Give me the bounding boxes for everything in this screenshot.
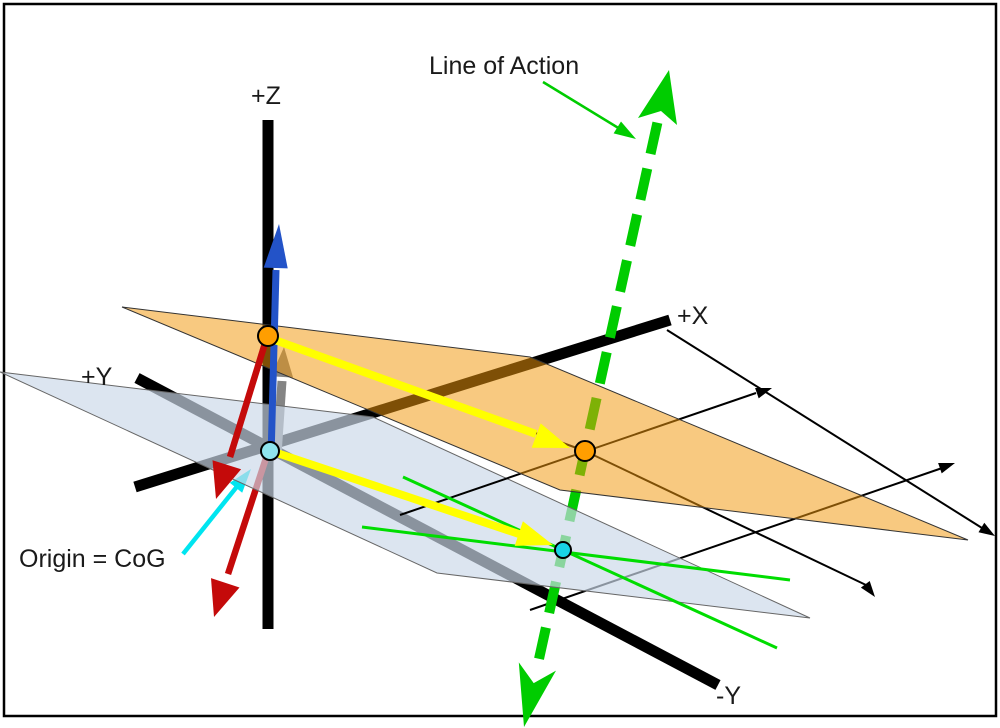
red-arrow-from-upper-point xyxy=(212,339,270,499)
upper-plane-z-axis-point xyxy=(257,325,279,347)
blue-arrow xyxy=(263,224,288,459)
arrowhead-b-icon xyxy=(755,388,772,399)
z-axis-label: +Z xyxy=(251,82,281,110)
green-projection-line-1 xyxy=(402,475,778,650)
line-of-action-pointer-shaft xyxy=(542,80,621,131)
red-arrow-upper-shaft xyxy=(226,339,270,458)
y-axis-negative-label: -Y xyxy=(716,682,741,710)
line-of-action-label: Line of Action xyxy=(429,52,579,80)
line-of-action-top-arrowhead-icon xyxy=(638,70,677,125)
construction-line-p xyxy=(666,329,983,529)
blue-arrow-head-icon xyxy=(263,224,288,269)
yellow-arrow-upper-head-icon xyxy=(531,423,570,448)
origin-cog-point xyxy=(260,441,280,461)
arrowhead-p-icon xyxy=(978,522,995,536)
x-axis-label: +X xyxy=(677,302,709,330)
diagram-points xyxy=(257,325,596,559)
red-arrow-origin-head-icon xyxy=(211,578,240,617)
line-of-action-pointer xyxy=(542,80,636,139)
origin-pointer-shaft xyxy=(181,482,241,556)
construction-arrowheads xyxy=(860,463,995,597)
blue-arrow-shaft xyxy=(267,269,280,459)
yellow-arrow-lower-head-icon xyxy=(514,521,553,546)
arrowhead-r-icon xyxy=(938,463,955,474)
origin-cog-label: Origin = CoG xyxy=(19,545,166,573)
yellow-arrow-lower-shaft xyxy=(272,448,521,538)
green-projection-line-2 xyxy=(361,525,791,582)
red-arrow-upper-head-icon xyxy=(212,460,242,499)
line-of-action-bottom-arrowhead-icon xyxy=(518,662,556,727)
upper-plane-line-of-action-point xyxy=(574,440,596,462)
arrowhead-a2-icon xyxy=(860,581,875,597)
y-axis-positive-label: +Y xyxy=(81,363,113,391)
yellow-arrows xyxy=(270,335,570,546)
lower-plane-line-of-action-point xyxy=(554,541,572,559)
line-of-action-pointer-head-icon xyxy=(613,121,636,139)
yellow-arrow-upper-shaft xyxy=(270,335,538,438)
